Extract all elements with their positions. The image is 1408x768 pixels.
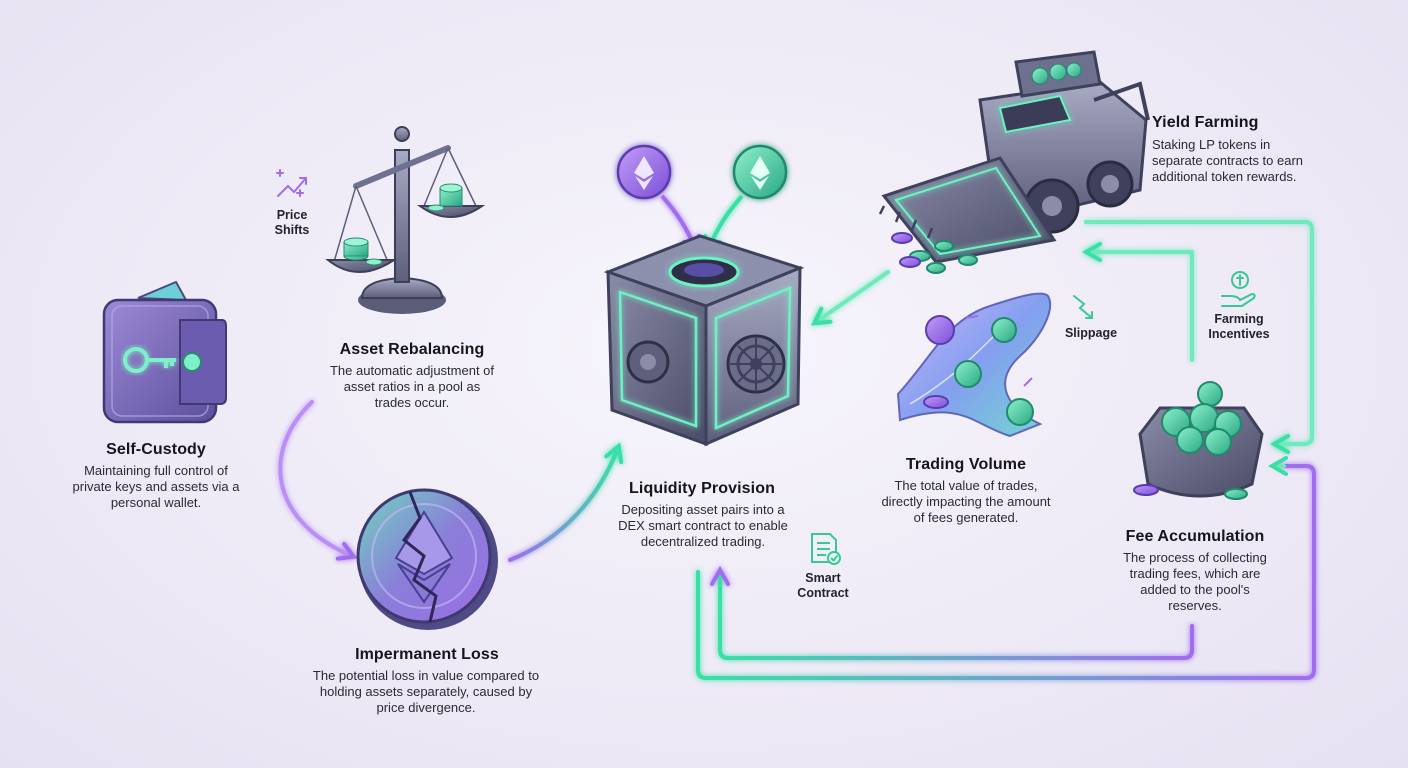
asset-rebalancing-desc: The automatic adjustment of asset ratios… — [329, 363, 495, 410]
coin-bowl-icon — [1133, 381, 1264, 500]
yield-farming-title: Yield Farming — [1152, 114, 1259, 131]
arrow-harvester-to-vault — [811, 270, 890, 326]
combine-harvester-icon — [878, 50, 1150, 274]
price-shifts-icon — [276, 169, 307, 197]
liquidity-provision-title: Liquidity Provision — [629, 480, 775, 497]
wallet-key-icon — [102, 280, 227, 424]
outer-loop-right — [1084, 220, 1314, 454]
vault-safe-icon — [603, 144, 805, 447]
trading-volume-desc: The total value of trades, directly impa… — [881, 478, 1051, 525]
arrow-rebalancing-to-loss — [278, 400, 358, 561]
arrow-fees-to-harvester — [1081, 242, 1194, 362]
farming-incentives-icon — [1221, 271, 1256, 307]
arrow-fees-loop-to-vault — [710, 565, 1194, 660]
smart-contract-icon — [811, 533, 841, 565]
asset-rebalancing-title: Asset Rebalancing — [339, 341, 485, 358]
slippage-icon — [1073, 295, 1093, 319]
smart-contract-label: Smart Contract — [797, 571, 849, 600]
yield-farming-desc: Staking LP tokens in separate contracts … — [1152, 137, 1304, 184]
connectors — [226, 220, 1316, 680]
liquidity-provision-desc: Depositing asset pairs into a DEX smart … — [618, 502, 788, 549]
farming-incentives-label: Farming Incentives — [1208, 312, 1270, 341]
price-shifts-label: Price Shifts — [274, 208, 310, 237]
slippage-label: Slippage — [1064, 326, 1118, 340]
broken-ethereum-coin-icon — [356, 488, 498, 630]
impermanent-loss-title: Impermanent Loss — [355, 646, 499, 663]
trading-volume-title: Trading Volume — [905, 456, 1027, 473]
fee-accumulation-title: Fee Accumulation — [1125, 528, 1265, 545]
fee-accumulation-desc: The process of collecting trading fees, … — [1123, 550, 1267, 613]
balance-scale-icon — [325, 126, 486, 314]
outer-loop-bottom — [696, 464, 1316, 680]
token-stream-icon — [896, 292, 1051, 438]
self-custody-desc: Maintaining full control of private keys… — [72, 463, 240, 510]
arrow-loss-to-vault — [508, 442, 624, 562]
impermanent-loss-desc: The potential loss in value compared to … — [312, 668, 540, 715]
self-custody-title: Self-Custody — [106, 441, 206, 458]
